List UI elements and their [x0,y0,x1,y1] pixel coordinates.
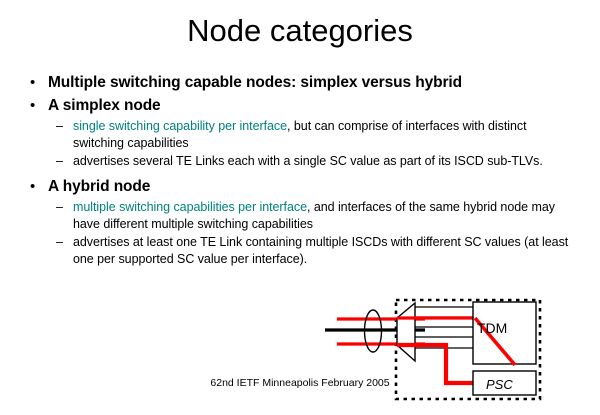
bullet-level1-label: A hybrid node [48,178,151,195]
psc-box-label: PSC [486,377,513,392]
bullet-level2-label: advertises several TE Links each with a … [73,154,543,168]
dash-marker-icon: – [56,119,63,133]
fiber-bundle-ellipse [363,309,383,353]
bullet-level2-rest: , and interfaces of the same hybrid node… [73,200,555,231]
bullet-level2-0: – single switching capability per interf… [56,118,578,152]
sub-bullet-group-simplex: – single switching capability per interf… [56,118,578,170]
highlight-phrase: single switching capability per interfac… [73,119,288,133]
red-signal-to-psc [397,342,473,386]
dashed-node-boundary [394,298,542,401]
slide-footer: 62nd IETF Minneapolis February 2005 [210,377,390,389]
bullet-level1-2: • A hybrid node [26,176,578,197]
hybrid-node-diagram: TDM PSC [325,293,600,415]
page-title: Node categories [187,13,413,48]
sub-bullet-group-hybrid: – multiple switching capabilities per in… [56,199,578,268]
funnel-demux-icon [396,301,416,363]
bullet-list: • Multiple switching capable nodes: simp… [26,72,578,271]
highlight-phrase: multiple switching capabilities per inte… [73,200,307,214]
psc-box [472,370,537,396]
tdm-box [472,301,537,365]
dash-marker-icon: – [56,235,63,249]
bullet-level1-label: Multiple switching capable nodes: simple… [48,74,462,91]
bullet-level2-2: – multiple switching capabilities per in… [56,199,578,233]
bullet-level2-3: – advertises at least one TE Link contai… [56,234,578,268]
bullet-level1-label: A simplex node [48,97,161,114]
red-cross-connect-line [473,316,517,367]
bullet-level2-label: single switching capability per interfac… [73,118,573,152]
bullet-level1-0: • Multiple switching capable nodes: simp… [26,72,578,93]
dash-marker-icon: – [56,200,63,214]
bullet-level2-1: – advertises several TE Links each with … [56,153,578,170]
bullet-marker-icon: • [30,178,36,195]
bullet-level2-label: advertises at least one TE Link containi… [73,235,569,266]
dash-marker-icon: – [56,154,63,168]
bullet-marker-icon: • [30,97,36,114]
bullet-level2-rest: , but can comprise of interfaces with di… [73,119,527,150]
bullet-marker-icon: • [30,74,36,91]
tdm-box-label: TDM [477,320,507,336]
bullet-level2-label: multiple switching capabilities per inte… [73,199,573,233]
bullet-level1-1: • A simplex node [26,95,578,116]
